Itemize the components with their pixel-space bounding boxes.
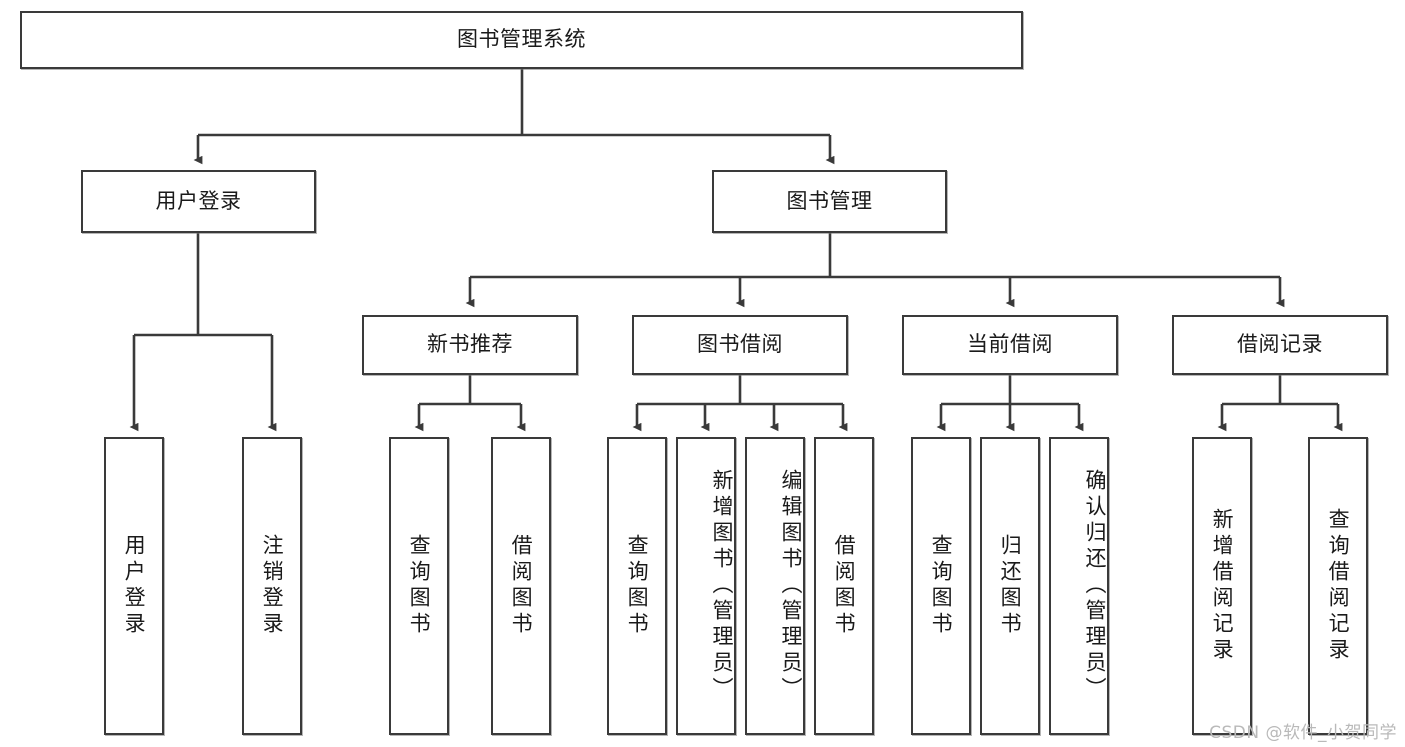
leaf-return-book-label: 归还图书: [998, 534, 1023, 638]
node-current-borrow-label: 当前借阅: [967, 332, 1053, 357]
leaf-query-book-1-label: 查询图书: [407, 534, 432, 638]
leaf-add-record-label: 新增借阅记录: [1210, 508, 1235, 664]
node-book-manage[interactable]: 图书管理: [712, 170, 947, 233]
leaf-add-book-label: 新增图书（管理员）: [710, 469, 734, 703]
leaf-return-book[interactable]: 归还图书: [980, 437, 1040, 735]
node-root-label: 图书管理系统: [457, 27, 586, 52]
node-new-book-recommend-label: 新书推荐: [427, 332, 513, 357]
node-current-borrow[interactable]: 当前借阅: [902, 315, 1118, 375]
leaf-borrow-book-2-label: 借阅图书: [832, 534, 857, 638]
node-borrow-record-label: 借阅记录: [1237, 332, 1323, 357]
leaf-query-book-1[interactable]: 查询图书: [389, 437, 449, 735]
leaf-borrow-book-1[interactable]: 借阅图书: [491, 437, 551, 735]
leaf-edit-book-label: 编辑图书（管理员）: [779, 469, 803, 703]
leaf-add-record[interactable]: 新增借阅记录: [1192, 437, 1252, 735]
watermark: CSDN @软件_小贺同学: [1209, 723, 1397, 743]
node-book-borrow[interactable]: 图书借阅: [632, 315, 848, 375]
leaf-confirm-return[interactable]: 确认归还（管理员）: [1049, 437, 1109, 735]
node-new-book-recommend[interactable]: 新书推荐: [362, 315, 578, 375]
node-user-login[interactable]: 用户登录: [81, 170, 316, 233]
node-user-login-label: 用户登录: [155, 188, 242, 213]
leaf-query-book-3[interactable]: 查询图书: [911, 437, 971, 735]
node-root[interactable]: 图书管理系统: [20, 11, 1023, 69]
leaf-query-book-2[interactable]: 查询图书: [607, 437, 667, 735]
leaf-add-book[interactable]: 新增图书（管理员）: [676, 437, 736, 735]
leaf-user-login[interactable]: 用户登录: [104, 437, 164, 735]
leaf-query-record-label: 查询借阅记录: [1326, 508, 1351, 664]
leaf-query-book-3-label: 查询图书: [929, 534, 954, 638]
leaf-borrow-book-1-label: 借阅图书: [509, 534, 534, 638]
leaf-edit-book[interactable]: 编辑图书（管理员）: [745, 437, 805, 735]
leaf-query-record[interactable]: 查询借阅记录: [1308, 437, 1368, 735]
leaf-logout-label: 注销登录: [260, 534, 285, 638]
node-borrow-record[interactable]: 借阅记录: [1172, 315, 1388, 375]
leaf-logout[interactable]: 注销登录: [242, 437, 302, 735]
leaf-borrow-book-2[interactable]: 借阅图书: [814, 437, 874, 735]
leaf-confirm-return-label: 确认归还（管理员）: [1083, 469, 1107, 703]
leaf-user-login-label: 用户登录: [122, 534, 147, 638]
leaf-query-book-2-label: 查询图书: [625, 534, 650, 638]
node-book-borrow-label: 图书借阅: [697, 332, 783, 357]
node-book-manage-label: 图书管理: [786, 188, 873, 213]
